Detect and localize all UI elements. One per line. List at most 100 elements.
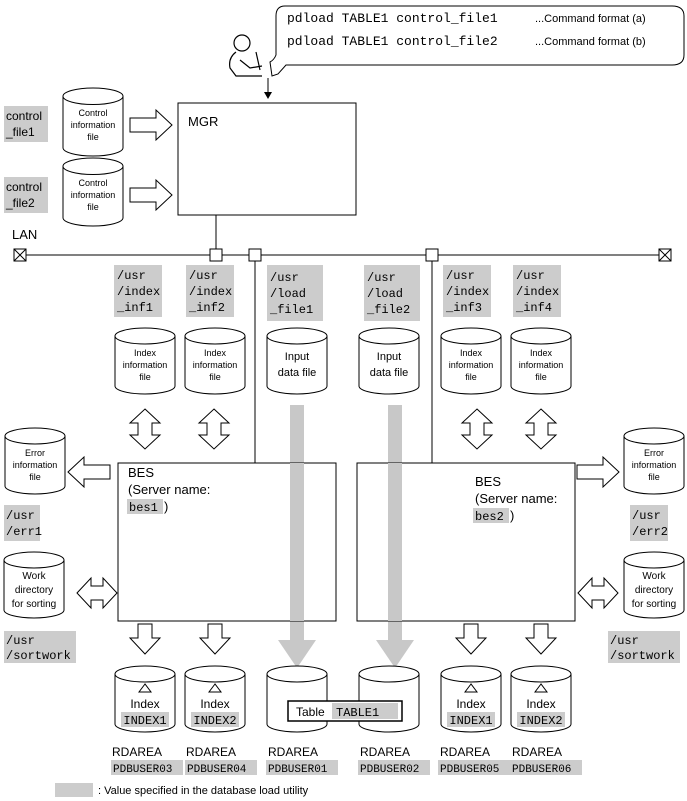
rdarea-name-pdbuser06: PDBUSER06 [512,764,571,776]
svg-text:/load: /load [270,287,306,301]
svg-text:_inf3: _inf3 [445,301,482,315]
svg-text:): ) [164,499,168,514]
svg-text:Index: Index [204,348,227,358]
rdarea-name-pdbuser04: PDBUSER04 [187,764,247,776]
index-inf4-double-arrow [525,408,557,450]
input-data-file-1: Input data file [266,327,328,395]
work-dir-left-double-arrow [76,577,118,609]
rdarea-name-pdbuser01: PDBUSER01 [268,764,328,776]
error-info-file-2: Error information file [623,427,685,495]
command-arrow [264,78,272,99]
index-inf3-double-arrow [461,408,493,450]
svg-text:/usr: /usr [270,271,299,285]
svg-text:/usr: /usr [189,269,218,283]
svg-text:/sortwork: /sortwork [610,649,675,663]
svg-text:Control: Control [78,178,107,188]
table-box: Table TABLE1 [287,700,403,722]
bes1-load-pass [290,463,304,621]
control-info-file-1: Control information file [62,87,124,157]
path-index-inf1: /usr /index _inf1 [114,265,162,317]
rdarea-name-pdbuser02: PDBUSER02 [360,764,419,776]
svg-text:file: file [87,202,99,212]
path-err1: /usr /err1 [4,505,42,541]
svg-text:/usr: /usr [6,634,35,648]
svg-text:_inf1: _inf1 [116,301,153,315]
svg-text:Index: Index [456,697,485,711]
svg-text:information: information [123,360,168,370]
command-a-text: pdload TABLE1 control_file1 [287,11,498,26]
svg-text:Input: Input [285,351,309,363]
svg-text:Control: Control [78,108,107,118]
command-bubble: pdload TABLE1 control_file1 ...Command f… [269,5,685,77]
error-info-file-1: Error information file [4,427,66,495]
bes1-title: BES [128,465,154,480]
index-info-file-2: Index information file [184,327,246,395]
svg-text:Index: Index [134,348,157,358]
svg-text:file: file [535,372,547,382]
svg-text:/usr: /usr [117,269,146,283]
svg-text:Input: Input [377,351,401,363]
svg-text:information: information [13,460,58,470]
svg-text:RDAREA: RDAREA [512,745,562,759]
path-load-file2: /usr /load _file2 [364,265,420,321]
svg-text:/index: /index [117,285,160,299]
path-sortwork-right: /usr /sortwork [608,631,680,663]
path-err2: /usr /err2 [630,505,668,541]
svg-text:): ) [510,508,514,523]
rdarea-index-name: INDEX2 [519,714,562,728]
rdarea-name-pdbuser03: PDBUSER03 [113,764,172,776]
svg-text:file: file [648,472,660,482]
path-index-inf2: /usr /index _inf2 [186,265,234,317]
bes1-box [117,462,337,622]
lan-node-mgr [209,248,223,262]
svg-text:information: information [632,460,677,470]
lan-terminator-right [658,248,672,262]
svg-text:/index: /index [446,285,489,299]
svg-text:RDAREA: RDAREA [360,745,410,759]
svg-text:/usr: /usr [516,269,545,283]
rdarea-pdbuser05: Index INDEX1 [440,665,502,733]
svg-text:/usr: /usr [446,269,475,283]
svg-text:/usr: /usr [610,634,639,648]
command-a-label: ...Command format (a) [535,13,646,25]
index-info-file-3: Index information file [440,327,502,395]
control-file1-arrow [129,109,173,141]
command-b-label: ...Command format (b) [535,36,646,48]
mgr-box [177,102,357,216]
control-file1-highlight [4,106,48,142]
svg-text:_file2: _file2 [366,303,410,317]
svg-text:file: file [139,372,151,382]
svg-text:information: information [193,360,238,370]
bes2-title: BES [475,474,501,489]
lan-node-bes2 [425,248,439,262]
svg-text:RDAREA: RDAREA [440,745,490,759]
svg-text:/index: /index [189,285,232,299]
mgr-label: MGR [188,114,218,129]
svg-text:RDAREA: RDAREA [112,745,162,759]
work-dir-left: Work directory for sorting [3,551,65,619]
rdarea-index-name: INDEX1 [449,714,492,728]
bes2-server-label: (Server name: [475,491,557,506]
bes1-index1-arrow [129,623,161,655]
legend-text: : Value specified in the database load u… [98,785,309,797]
svg-text:RDAREA: RDAREA [268,745,318,759]
rdarea-pdbuser04: Index INDEX2 [184,665,246,733]
path-index-inf3: /usr /index _inf3 [443,265,491,317]
lan-label: LAN [12,227,37,242]
svg-text:data file: data file [278,367,317,379]
bes1-server-name: bes1 [129,501,158,515]
input-data-file-2: Input data file [358,327,420,395]
control-file1-path: control [6,109,42,123]
control-info-file-2: Control information file [62,157,124,227]
svg-text:Index: Index [460,348,483,358]
rdarea-index-name: INDEX1 [123,714,166,728]
svg-text:/usr: /usr [6,509,35,523]
svg-text:file: file [465,372,477,382]
svg-text:/err2: /err2 [632,525,668,539]
bes1-index2-arrow [199,623,231,655]
svg-text:RDAREA: RDAREA [186,745,236,759]
control-file2-highlight [4,177,48,213]
rdarea-labels: RDAREA PDBUSER03 RDAREA PDBUSER04 RDAREA… [111,745,582,776]
rdarea-index-name: INDEX2 [193,714,236,728]
